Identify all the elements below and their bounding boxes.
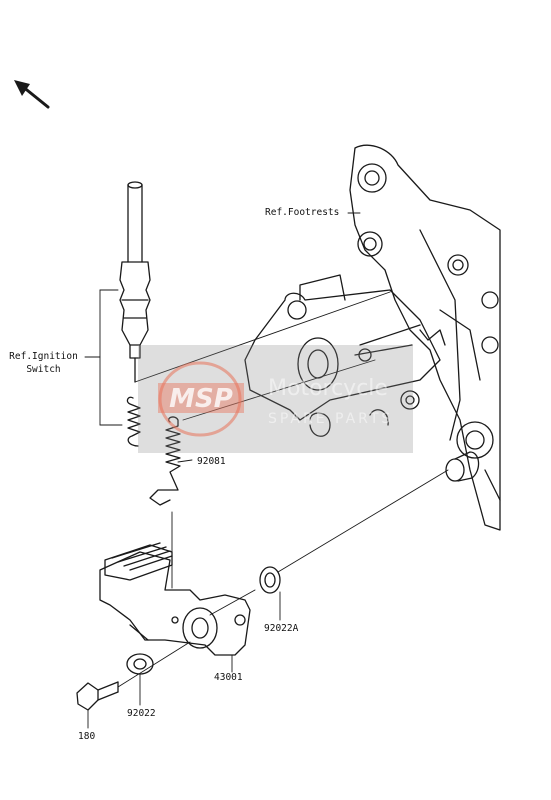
footrest-plate [244, 274, 446, 437]
label-ref-ignition-line2: Switch [26, 364, 61, 375]
label-part-92022A: 92022A [264, 623, 299, 634]
return-spring [149, 416, 181, 506]
label-part-43001: 43001 [214, 672, 243, 683]
pivot-bushing [445, 451, 480, 482]
label-part-180: 180 [78, 731, 96, 742]
brake-pedal [99, 542, 251, 656]
label-part-92081: 92081 [197, 456, 226, 467]
arrow-up-left-icon [14, 80, 50, 109]
label-ref-ignition-line1: Ref.Ignition [9, 351, 78, 362]
switch-spring [126, 396, 141, 447]
washer-92022A [259, 566, 281, 594]
frame-bracket [349, 144, 501, 531]
leader-lines [84, 212, 449, 729]
washer-92022 [126, 653, 154, 675]
label-part-92022: 92022 [127, 708, 156, 719]
bolt-180 [76, 681, 119, 711]
label-ref-footrests: Ref.Footrests [265, 207, 340, 218]
brake-switch [119, 181, 151, 383]
